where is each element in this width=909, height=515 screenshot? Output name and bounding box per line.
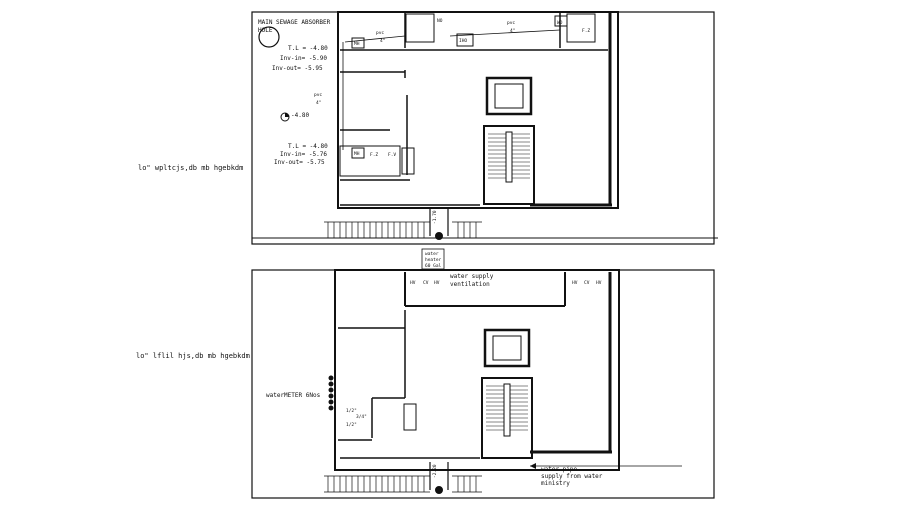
fixture-size-2: 3/4" xyxy=(356,414,367,420)
valve-label-d: HV xyxy=(572,280,578,286)
top-floor-plan xyxy=(251,11,718,245)
top-plan-caption: lo" wpltcjs,db mb hgebkdm xyxy=(138,164,243,172)
water-pipe-line3: ministry xyxy=(541,480,570,487)
fixture-size-3: 1/2" xyxy=(346,422,357,428)
fixture-fv: F.V xyxy=(388,152,396,158)
top-sewage-pipe xyxy=(344,35,406,43)
tl-upper: T.L = -4.80 xyxy=(288,45,328,52)
pvc-dim-2: 4" xyxy=(510,28,515,34)
valve-label-c: HV xyxy=(434,280,440,286)
water-pipe-line2: supply from water xyxy=(541,473,603,480)
water-heater-line3: 60 Gal xyxy=(425,263,442,269)
bottom-entrance-steps xyxy=(324,475,482,493)
water-meter-icons xyxy=(328,375,334,411)
top-building-outline xyxy=(337,11,619,209)
box-right-label: WD xyxy=(557,20,563,26)
inv-in-lower: Inv-in= -5.76 xyxy=(280,151,327,158)
ventilation-label: ventilation xyxy=(450,281,490,288)
top-mh-upper-box xyxy=(351,37,365,49)
main-sewage-label-2: HOLE xyxy=(258,27,273,34)
bottom-floor-plan xyxy=(251,269,715,499)
top-elevator-car xyxy=(494,83,524,109)
fixture-size-1: 1/2" xyxy=(346,408,357,414)
box-left-label: NO xyxy=(437,18,443,24)
valve-label-b: CV xyxy=(423,280,429,286)
tl-lower: T.L = -4.80 xyxy=(288,143,328,150)
fixture-fz2: F.Z xyxy=(582,28,590,34)
top-box-right xyxy=(554,15,568,27)
water-supply-label: water supply xyxy=(450,273,494,280)
top-bathroom xyxy=(339,145,401,177)
water-pipe-line1: water pipe xyxy=(541,466,578,473)
inv-out-lower: Inv-out= -5.75 xyxy=(274,159,325,166)
pvc-dim-1: 4" xyxy=(380,38,385,44)
water-heater-line2: heater xyxy=(425,257,442,263)
main-sewage-label: MAIN SEWAGE ABSORBER xyxy=(258,19,331,26)
top-staircase xyxy=(483,125,535,205)
pvc-label-3: pvc xyxy=(314,93,322,98)
top-toilet-room-left xyxy=(405,13,435,43)
valve-label-e: CV xyxy=(584,280,590,286)
top-drain-point xyxy=(435,232,443,240)
level-mark-value: -4.80 xyxy=(291,112,309,119)
top-mh-lower-box xyxy=(351,147,365,159)
inv-in-upper: Inv-in= -5.90 xyxy=(280,55,327,62)
sewage-absorber-hole xyxy=(258,26,280,48)
bottom-drain-point xyxy=(435,486,443,494)
pvc-label-2: pvc xyxy=(507,21,515,26)
bottom-staircase xyxy=(481,377,533,459)
inv-out-upper: Inv-out= -5.95 xyxy=(272,65,323,72)
bottom-stair-treads xyxy=(486,385,528,431)
top-stair-treads xyxy=(488,133,530,179)
bottom-elevator-shaft xyxy=(483,328,531,368)
valve-label-f: HV xyxy=(596,280,602,286)
top-elevator-shaft xyxy=(485,76,533,116)
box-center-label: IHO xyxy=(459,38,467,44)
top-box-center xyxy=(456,33,474,47)
water-heater-note: water heater 60 Gal xyxy=(421,248,445,270)
pvc-label-1: pvc xyxy=(376,31,384,36)
bottom-stair-level: -2.20 xyxy=(432,464,438,478)
valve-label-a: HV xyxy=(410,280,416,286)
mh-lower-label: MH xyxy=(354,151,360,157)
top-stair-level: -1.70 xyxy=(432,210,438,224)
pvc-dim-3: 4" xyxy=(316,100,321,106)
top-entrance-steps xyxy=(324,221,482,239)
water-heater-line1: water xyxy=(425,251,439,257)
bottom-elevator-car xyxy=(492,335,522,361)
mh-upper-label: MH xyxy=(354,41,360,47)
bottom-building-outline xyxy=(334,269,620,471)
top-toilet-room-right xyxy=(566,13,596,43)
water-meter-label: waterMETER 6Nos xyxy=(266,392,321,399)
fixture-fz: F.Z xyxy=(370,152,378,158)
bottom-plan-caption: lo" lflil hjs,db mb hgebkdm xyxy=(136,352,250,360)
